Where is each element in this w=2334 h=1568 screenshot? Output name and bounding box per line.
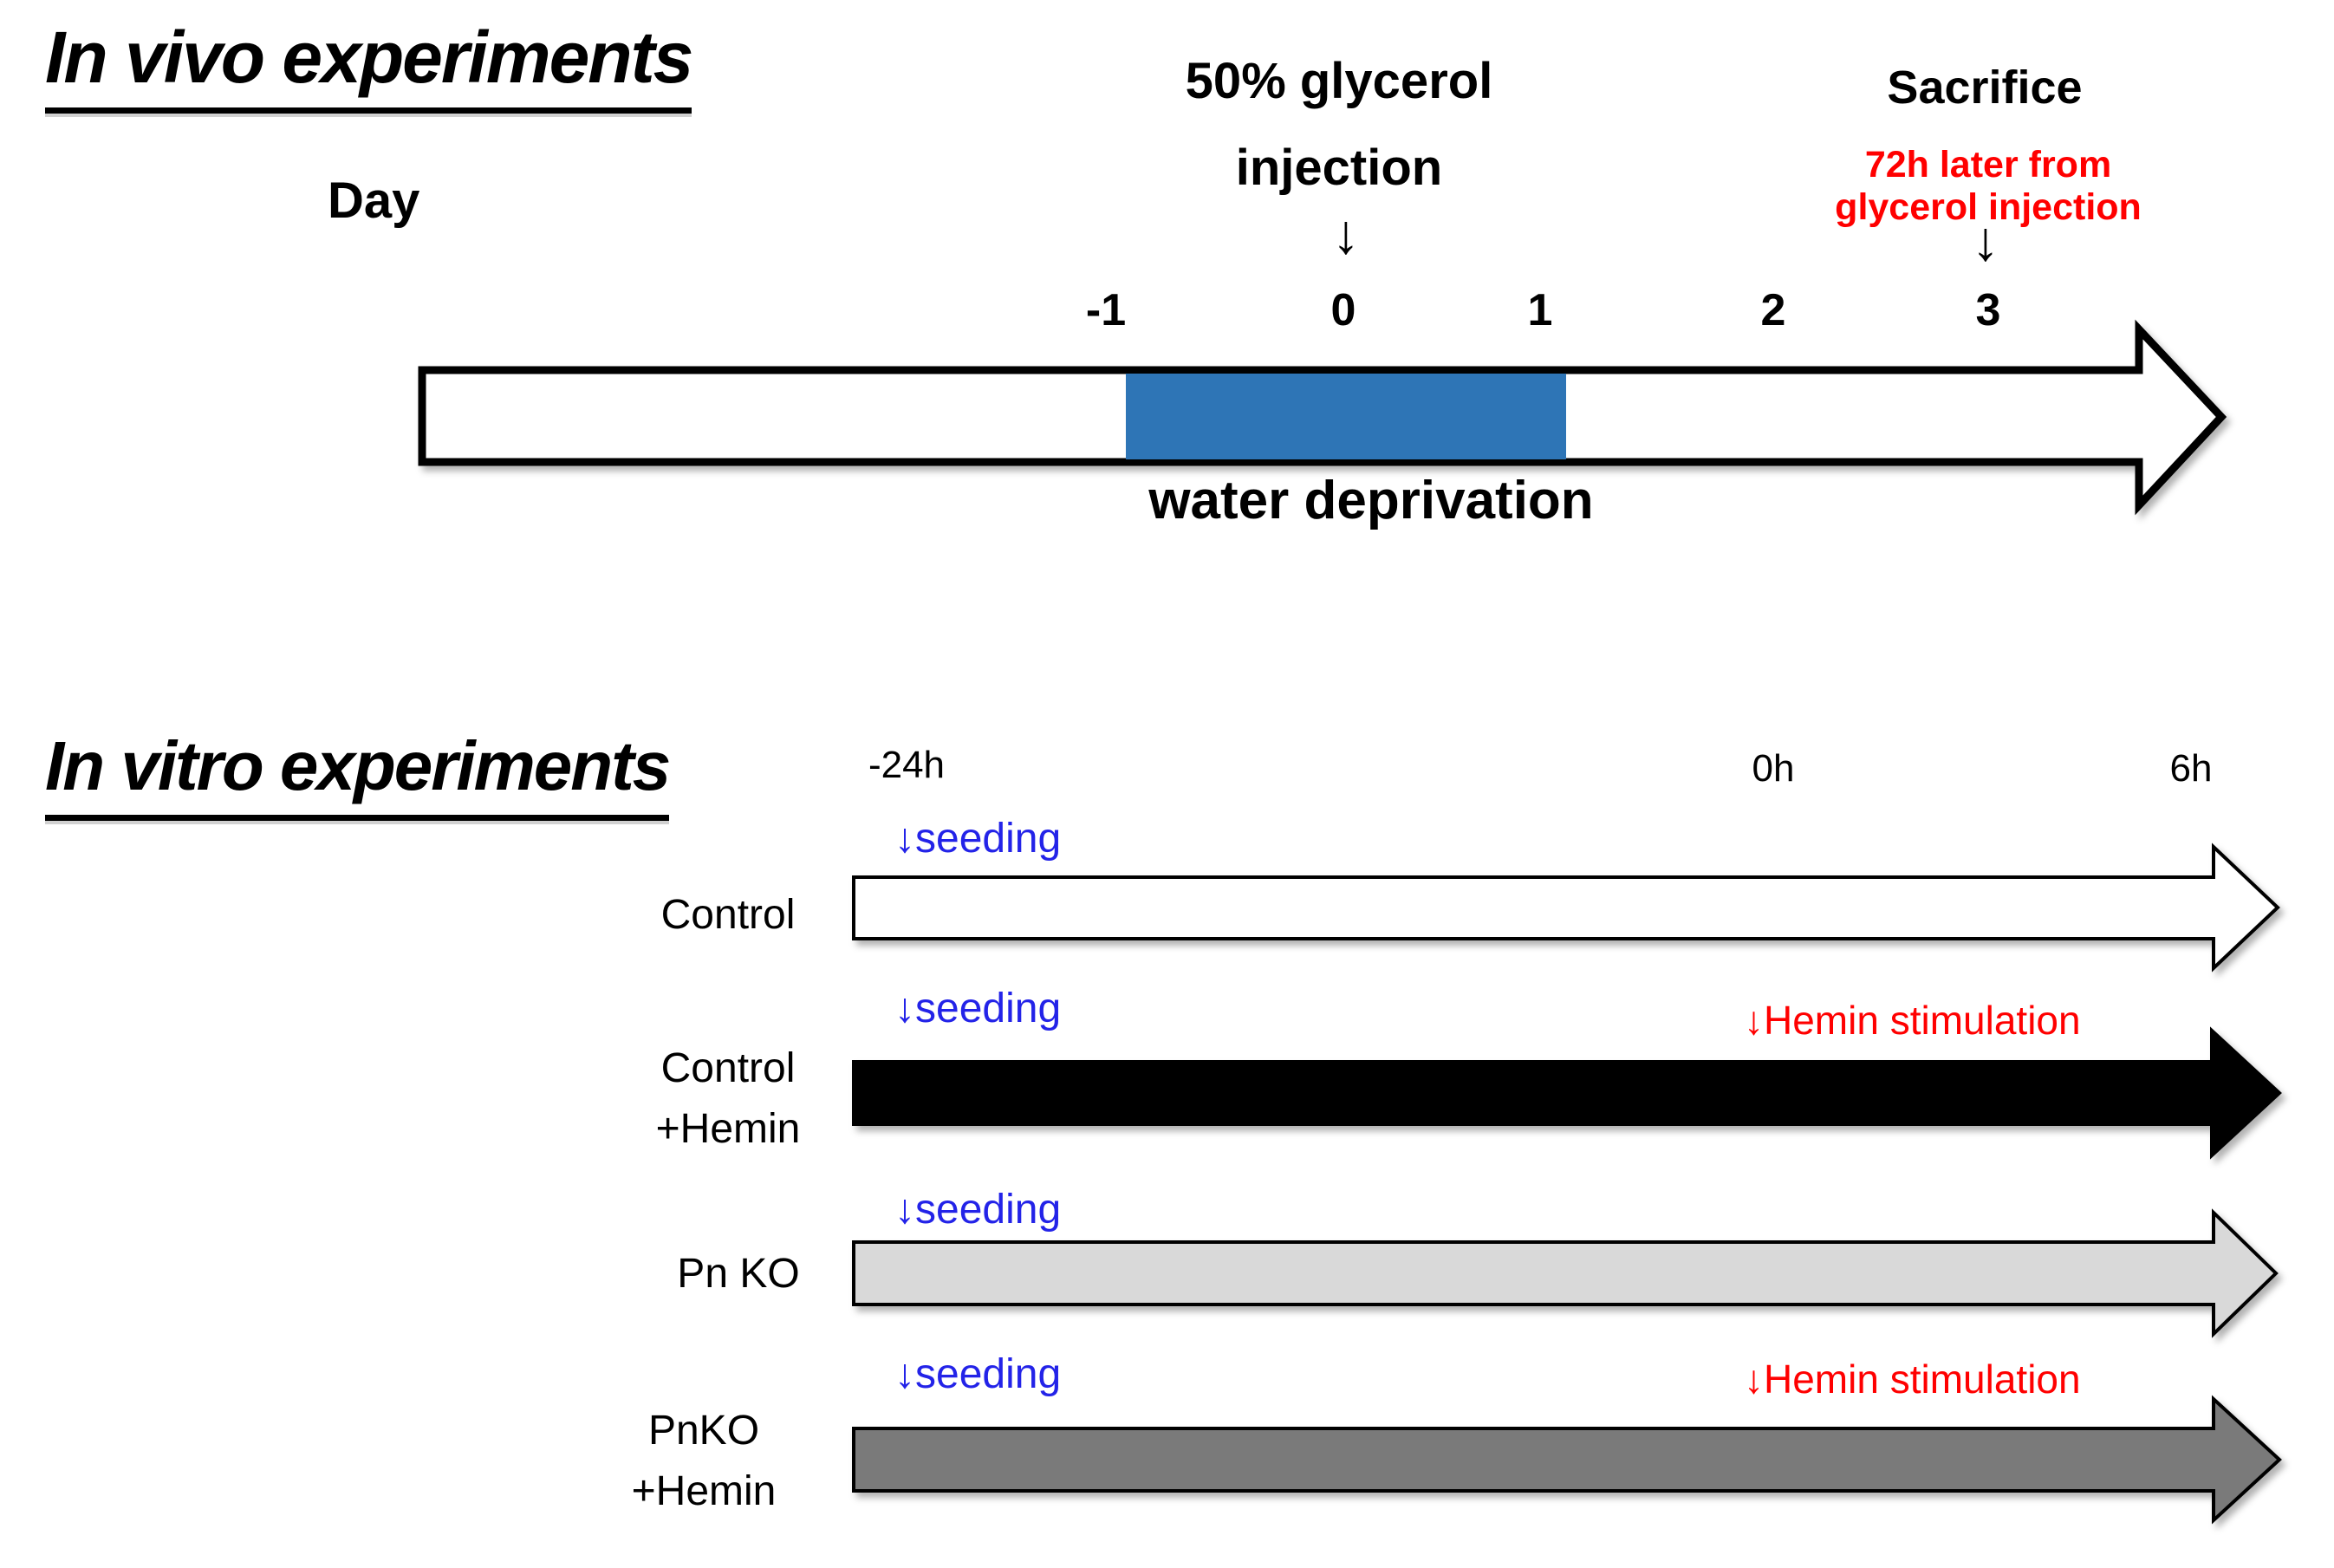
glycerol-injection-line2: injection	[1235, 140, 1443, 196]
sacrifice-down-arrow-icon: ↓	[1972, 210, 1999, 272]
seeding-label-control: ↓seeding	[894, 816, 1062, 862]
seeding-label-pnko-hemin: ↓seeding	[894, 1351, 1062, 1397]
row-label-control-line1: Control	[660, 892, 796, 938]
arrow-control-hemin	[852, 1026, 2282, 1160]
time-tick-0h: 0h	[1752, 747, 1795, 790]
invitro-section-title: In vitro experiments	[45, 730, 671, 821]
day-tick-0: 0	[1330, 285, 1356, 335]
day-axis-label: Day	[328, 172, 420, 229]
row-label-control: Control	[661, 885, 796, 946]
row-label-control-hemin-line2: +Hemin	[655, 1106, 801, 1152]
glycerol-injection-label: 50% glycerol injection	[1186, 38, 1493, 211]
arrow-pnko	[852, 1208, 2279, 1338]
invivo-section-title: In vivo experiments	[45, 19, 693, 114]
day-tick-2: 2	[1760, 285, 1786, 335]
seeding-label-control-hemin: ↓seeding	[894, 986, 1062, 1031]
row-label-control-hemin: Control +Hemin	[656, 1038, 801, 1160]
glycerol-down-arrow-icon: ↓	[1332, 203, 1360, 265]
seeding-label-pnko: ↓seeding	[894, 1187, 1062, 1233]
row-label-pnko-line1: Pn KO	[677, 1251, 800, 1297]
row-label-pnko-hemin-line1: PnKO	[647, 1408, 760, 1454]
row-label-pnko-hemin: PnKO +Hemin	[632, 1401, 777, 1522]
time-tick-minus24h: -24h	[868, 744, 946, 786]
glycerol-injection-line1: 50% glycerol	[1185, 53, 1493, 109]
row-label-pnko: Pn KO	[677, 1244, 799, 1304]
row-label-control-hemin-line1: Control	[660, 1045, 796, 1091]
water-deprivation-label: water deprivation	[1148, 471, 1594, 530]
water-deprivation-band	[1126, 374, 1566, 459]
sacrifice-label: Sacrifice	[1887, 62, 2083, 114]
time-tick-6h: 6h	[2169, 747, 2213, 790]
arrow-control	[852, 843, 2280, 973]
day-tick-1: 1	[1527, 285, 1553, 335]
day-tick-minus1: -1	[1085, 285, 1127, 335]
row-label-pnko-hemin-line2: +Hemin	[631, 1468, 777, 1514]
hemin-stimulation-label-pnko: ↓Hemin stimulation	[1744, 1357, 2081, 1402]
day-tick-3: 3	[1975, 285, 2001, 335]
arrow-pnko-hemin	[852, 1395, 2282, 1525]
hemin-stimulation-label-control: ↓Hemin stimulation	[1744, 998, 2081, 1043]
sacrifice-note: 72h later from glycerol injection	[1835, 144, 2142, 228]
